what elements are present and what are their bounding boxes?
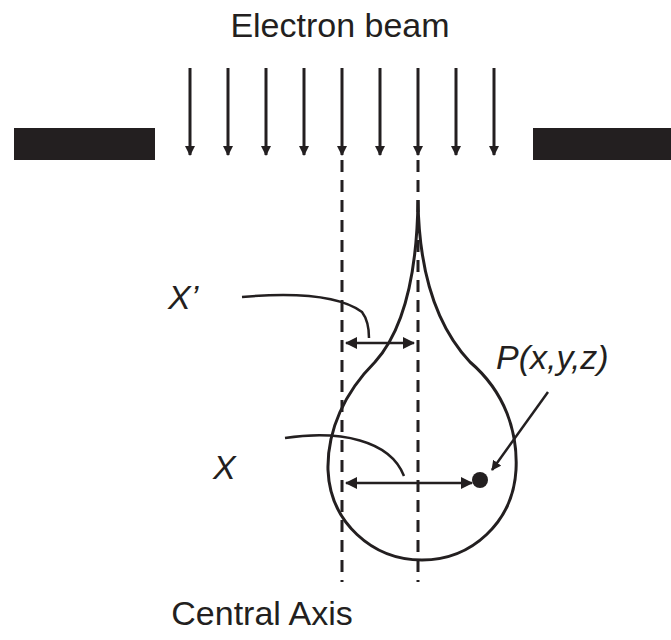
beam-arrows [190, 68, 494, 155]
collimator-bar [533, 128, 671, 160]
beam-arrow [189, 68, 192, 155]
leader-line [285, 435, 404, 476]
beam-arrow [379, 68, 382, 155]
x-dimension [346, 482, 472, 485]
beam-arrow [493, 68, 496, 155]
dimension-label: X [213, 450, 236, 484]
collimator-bar [14, 128, 155, 160]
leader-arrow [492, 392, 548, 470]
isodose-teardrop [328, 200, 516, 560]
point-label: P(x,y,z) [496, 340, 609, 374]
axis-label: Central Axis [171, 596, 352, 630]
leader-line [242, 295, 369, 338]
point-p [472, 472, 488, 488]
x-prime-dimension [346, 342, 414, 345]
beam-arrow [417, 68, 420, 155]
dimension-label: X’ [168, 280, 198, 314]
beam-arrow [303, 68, 306, 155]
beam-arrow [455, 68, 458, 155]
beam-arrow [265, 68, 268, 155]
beam-arrow [341, 68, 344, 155]
beam-title: Electron beam [230, 8, 449, 42]
beam-arrow [227, 68, 230, 155]
